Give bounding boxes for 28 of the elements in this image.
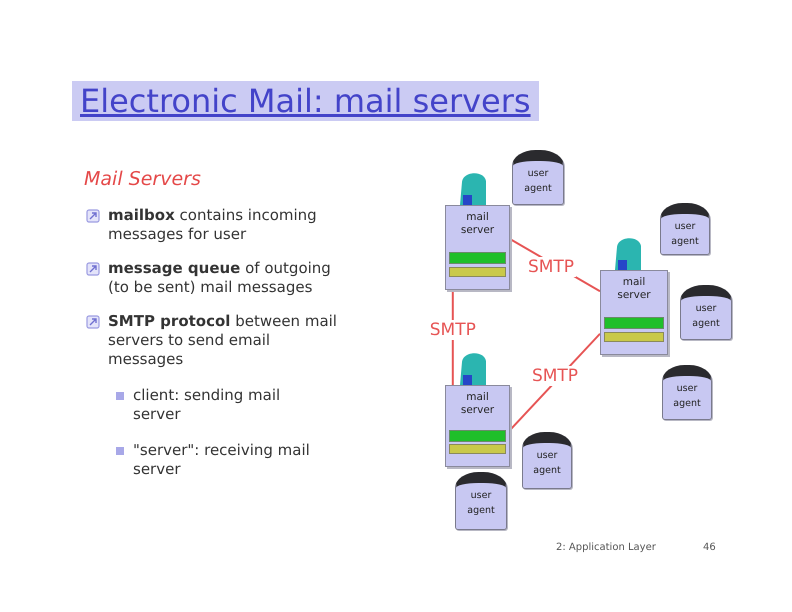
server-box — [445, 205, 510, 290]
bullet-text: SMTP protocol between mail servers to send email messages — [108, 312, 338, 369]
bullet-text: mailbox contains incoming messages for user — [108, 206, 318, 244]
computer-node — [455, 472, 507, 530]
node-text: user agent — [532, 449, 562, 478]
node-text: user agent — [670, 220, 700, 249]
bullet-text: message queue of outgoing (to be sent) mail messages — [108, 259, 332, 297]
bullet-text: "server": receiving mail server — [133, 441, 311, 479]
computer-node — [680, 285, 732, 340]
server-box — [600, 270, 668, 355]
node-text: user agent — [672, 382, 702, 411]
server-box — [445, 385, 510, 467]
edge-label: SMTP — [428, 320, 478, 340]
computer-node — [512, 150, 564, 205]
computer-node — [522, 432, 572, 489]
computer-node — [662, 365, 712, 420]
node-text: mail server — [616, 276, 652, 302]
slide-title: Electronic Mail: mail servers — [72, 81, 539, 121]
node-text: mail server — [460, 211, 496, 237]
node-text: user agent — [523, 167, 553, 196]
page-number: 46 — [703, 541, 716, 554]
footer-text: 2: Application Layer — [556, 541, 656, 554]
node-text: user agent — [691, 302, 721, 331]
node-text: mail server — [460, 391, 496, 417]
section-heading: Mail Servers — [84, 167, 201, 191]
node-text: user agent — [466, 489, 496, 518]
bullet-text: client: sending mail server — [133, 386, 282, 424]
computer-node — [660, 203, 710, 255]
